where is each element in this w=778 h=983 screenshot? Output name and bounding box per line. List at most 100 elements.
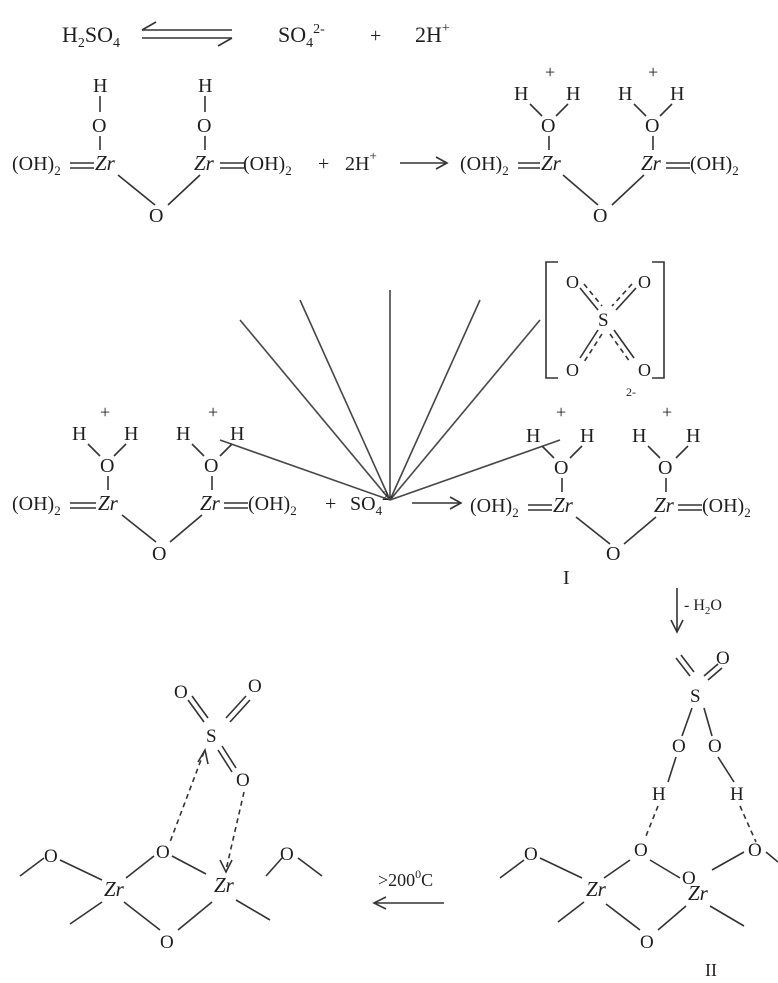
plus-sign: + (370, 25, 381, 47)
atom-o: O (566, 360, 579, 380)
atom-o: O (280, 844, 294, 865)
atom-zr: Zr (641, 151, 662, 175)
oh2-left: (OH)2 (470, 495, 519, 520)
atom-h: H (566, 83, 580, 105)
watermark-emblem (219, 290, 561, 501)
plus-sign: + (318, 153, 329, 175)
label-heating: >2000C (378, 867, 433, 890)
zr-dimer-protonated: + H H O (OH)2 Zr O + H H O Zr (OH)2 (12, 402, 297, 565)
atom-s: S (206, 726, 217, 747)
atom-o: O (152, 543, 166, 565)
charge-plus: + (100, 402, 110, 422)
atom-h: H (526, 425, 540, 447)
reaction-arrow (400, 156, 449, 170)
intermediate-i-dimer: + H H O (OH)2 Zr O + H H O Zr (OH)2 I (470, 402, 751, 589)
protons-reagent: 2H+ (345, 148, 377, 175)
atom-zr: Zr (200, 491, 221, 515)
sulfated-zirconia-final: O O S O O O O Zr Zr O (19, 676, 323, 953)
atom-o: O (593, 205, 607, 227)
atom-o: O (236, 770, 250, 791)
atom-h: H (198, 75, 212, 97)
sulfate-ion-formula: SO42- (278, 22, 325, 51)
atom-h: H (652, 784, 666, 805)
atom-o: O (149, 205, 163, 227)
plus-sign: + (325, 493, 336, 515)
atom-o: O (748, 840, 762, 861)
heating-step: >2000C (372, 867, 444, 910)
atom-h: H (686, 425, 700, 447)
atom-h: H (618, 83, 632, 105)
sulfate-charge: 2- (626, 385, 636, 399)
atom-zr: Zr (553, 493, 574, 517)
atom-o: O (708, 736, 722, 757)
atom-o: O (640, 932, 654, 953)
atom-o: O (160, 932, 174, 953)
label-intermediate-ii: II (705, 960, 717, 980)
atom-zr: Zr (95, 151, 116, 175)
atom-zr: Zr (688, 881, 709, 905)
reaction-dissociation: H2SO4 SO42- + 2H+ (62, 21, 450, 51)
atom-o: O (204, 455, 218, 477)
charge-plus: + (556, 402, 566, 422)
oh2-left: (OH)2 (460, 153, 509, 178)
atom-o: O (541, 115, 555, 137)
reaction-arrow (412, 496, 463, 510)
charge-plus: + (648, 62, 658, 82)
atom-o: O (566, 272, 579, 292)
atom-zr: Zr (214, 873, 235, 897)
sulfate-ion-bracketed: O O S O O 2- (545, 261, 665, 399)
atom-s: S (598, 310, 609, 331)
atom-o: O (682, 868, 696, 889)
charge-plus: + (208, 402, 218, 422)
charge-plus: + (545, 62, 555, 82)
label-water-loss: - H2O (684, 597, 722, 617)
atom-h: H (72, 423, 86, 445)
label-intermediate-i: I (563, 567, 570, 589)
atom-zr: Zr (586, 877, 607, 901)
atom-o: O (638, 272, 651, 292)
atom-zr: Zr (104, 877, 125, 901)
atom-o: O (44, 846, 58, 867)
atom-h: H (632, 425, 646, 447)
atom-o: O (606, 543, 620, 565)
atom-o: O (554, 457, 568, 479)
atom-o: O (634, 840, 648, 861)
zr-dimer-protonated: + H H O (OH)2 Zr O + H H O Zr (OH)2 (460, 62, 739, 227)
atom-h: H (124, 423, 138, 445)
atom-zr: Zr (654, 493, 675, 517)
atom-o: O (672, 736, 686, 757)
atom-h: H (670, 83, 684, 105)
atom-s: S (690, 686, 701, 707)
atom-o: O (645, 115, 659, 137)
atom-zr: Zr (98, 491, 119, 515)
dehydration-step: - H2O (670, 588, 722, 634)
atom-h: H (93, 75, 107, 97)
atom-o: O (658, 457, 672, 479)
atom-o: O (197, 115, 211, 137)
atom-h: H (230, 423, 244, 445)
h2so4-formula: H2SO4 (62, 22, 120, 51)
equilibrium-arrow (141, 21, 233, 47)
atom-h: H (514, 83, 528, 105)
sulfate-reagent: SO42- (350, 488, 393, 518)
reaction-sulfate-addition: + H H O (OH)2 Zr O + H H O Zr (OH)2 (12, 402, 751, 589)
atom-o: O (174, 682, 188, 703)
oh2-right: (OH)2 (690, 153, 739, 178)
atom-h: H (730, 784, 744, 805)
watermark-rays (219, 290, 561, 501)
atom-o: O (100, 455, 114, 477)
atom-zr: Zr (541, 151, 562, 175)
oh2-right: (OH)2 (243, 153, 292, 178)
atom-h: H (580, 425, 594, 447)
oh2-left: (OH)2 (12, 493, 61, 518)
atom-o: O (92, 115, 106, 137)
atom-o: O (638, 360, 651, 380)
zr-dimer-hydroxyl: H O (OH)2 Zr O H O Zr (OH)2 (12, 75, 292, 227)
reaction-protonation: H O (OH)2 Zr O H O Zr (OH)2 + 2H+ (12, 62, 739, 227)
charge-plus: + (662, 402, 672, 422)
atom-o: O (524, 844, 538, 865)
oh2-right: (OH)2 (702, 495, 751, 520)
atom-o: O (716, 648, 730, 669)
oh2-right: (OH)2 (248, 493, 297, 518)
